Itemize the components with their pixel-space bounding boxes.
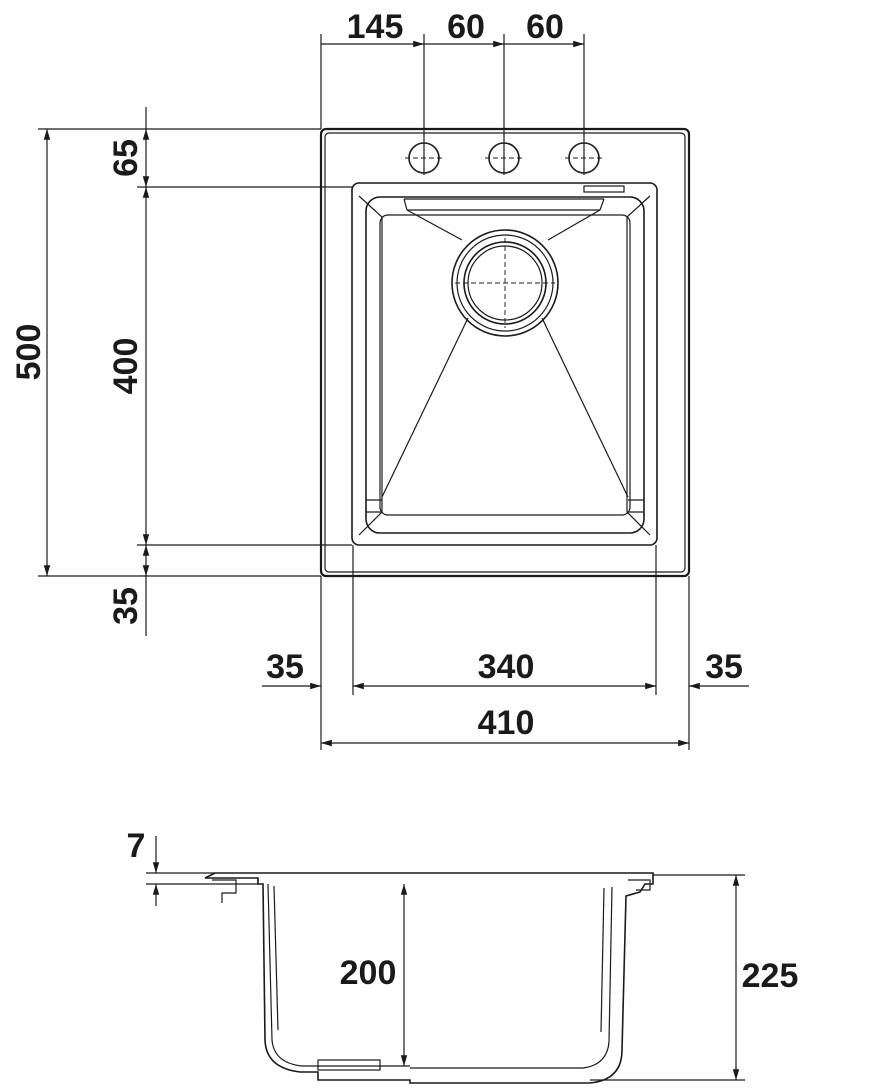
bottom-margin-label: 35 [107, 587, 145, 625]
sink-rim-top [204, 872, 654, 879]
sink-side-wall-inner [273, 885, 605, 1033]
sink-side-profile-inner [267, 883, 613, 1069]
side-view: 7 200 225 [127, 827, 799, 1084]
hole-spacing-label-2: 60 [526, 8, 564, 46]
bowl-corner-marks [366, 499, 644, 513]
overall-height-dimension: 225 [590, 874, 799, 1081]
left-margin-label: 35 [266, 648, 304, 686]
bowl-inner-wall [365, 196, 645, 534]
sink-side-profile [205, 877, 654, 1084]
top-margin-label: 65 [107, 139, 145, 177]
bowl-length-label: 400 [107, 338, 145, 395]
overall-height-label: 225 [742, 957, 799, 995]
hole-offset-label: 145 [347, 8, 404, 46]
drain-icon [451, 229, 559, 337]
right-margin-label: 35 [705, 648, 743, 686]
rim-thickness-label: 7 [127, 827, 146, 865]
bowl-length-dimension: 65 400 35 [107, 107, 352, 636]
bowl-rim-outer [351, 182, 658, 546]
overall-depth-label: 500 [10, 324, 48, 381]
bowl-rim-bevel [358, 195, 651, 536]
bowl-width-dimension: 35 340 35 [262, 545, 749, 750]
bowl-width-label: 340 [478, 648, 535, 686]
floor-slope-lines [381, 209, 629, 498]
drain-outlet [317, 1059, 381, 1071]
bowl-depth-label: 200 [340, 954, 397, 992]
overflow-slot [403, 198, 605, 211]
sink-outline-inner-edge [324, 132, 686, 573]
overall-depth-dimension: 500 [10, 128, 321, 577]
bowl-floor [379, 214, 631, 516]
overall-width-label: 410 [478, 704, 535, 742]
mounting-clip [212, 879, 651, 903]
overall-width-dimension: 410 [321, 704, 689, 747]
hole-spacing-dimension: 145 60 60 [320, 8, 585, 175]
rim-thickness-dimension: 7 [127, 827, 258, 906]
overflow-tab [583, 185, 625, 193]
top-view: 145 60 60 500 65 400 35 [10, 8, 749, 750]
bowl-depth-dimension: 200 [340, 884, 408, 1066]
hole-spacing-label-1: 60 [447, 8, 485, 46]
sink-outline [319, 127, 691, 578]
